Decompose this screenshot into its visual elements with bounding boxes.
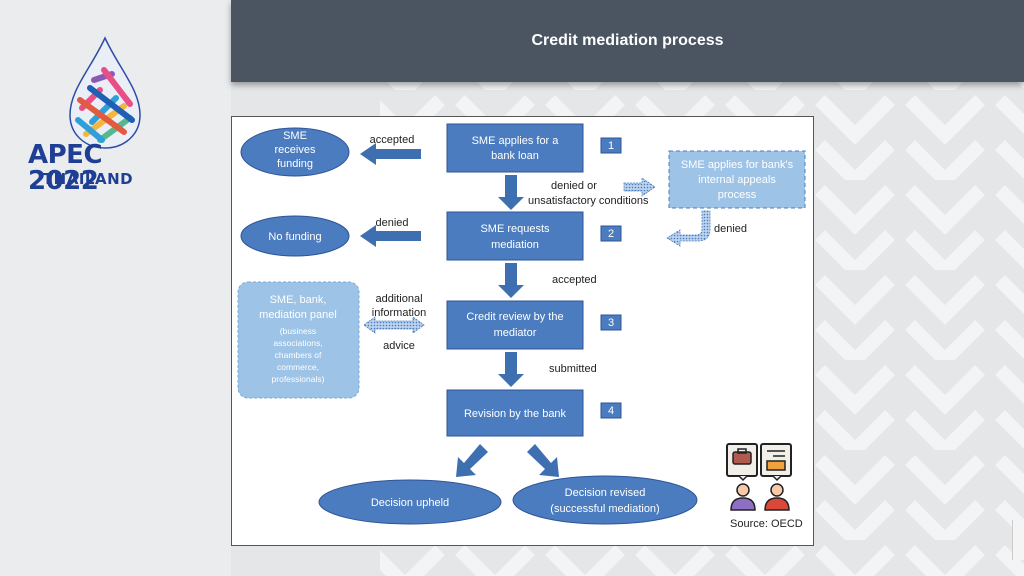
step-badge-1: 1 <box>600 137 622 154</box>
arrow-to-upheld <box>456 444 488 477</box>
svg-text:No funding: No funding <box>268 231 321 243</box>
svg-text:SME applies for bank's: SME applies for bank's <box>681 159 794 171</box>
label-accepted-mid: accepted <box>552 274 597 286</box>
outcome-no-funding: No funding <box>240 215 350 257</box>
svg-text:professionals): professionals) <box>272 374 325 384</box>
label-information: information <box>372 307 426 319</box>
svg-text:SME, bank,: SME, bank, <box>270 294 327 306</box>
process-box-apply: SME applies for a bank loan <box>446 123 584 173</box>
svg-text:mediation panel: mediation panel <box>259 309 337 321</box>
label-submitted: submitted <box>549 363 597 375</box>
svg-text:2: 2 <box>608 228 614 240</box>
svg-text:Decision upheld: Decision upheld <box>371 497 449 509</box>
svg-text:SME: SME <box>283 130 307 142</box>
step-badge-2: 2 <box>600 225 622 242</box>
svg-text:associations,: associations, <box>273 338 322 348</box>
arrow-down-2 <box>498 263 524 298</box>
svg-text:3: 3 <box>608 317 614 329</box>
arrow-to-revised <box>527 444 559 477</box>
process-box-review: Credit review by the mediator <box>446 300 584 350</box>
process-box-apply-line-1: SME applies for a <box>472 135 560 147</box>
label-accepted-top: accepted <box>370 134 415 146</box>
arrow-info-exchange <box>363 316 425 334</box>
process-box-request: SME requests mediation <box>446 211 584 261</box>
svg-text:(successful mediation): (successful mediation) <box>550 503 659 515</box>
process-box-apply-line-2: bank loan <box>491 150 539 162</box>
process-box-revision-line-1: Revision by the bank <box>464 408 567 420</box>
svg-text:process: process <box>718 189 757 201</box>
label-denied-or: denied or <box>551 180 597 192</box>
arrow-down-1 <box>498 175 524 210</box>
svg-text:receives: receives <box>275 144 316 156</box>
svg-text:4: 4 <box>608 405 614 417</box>
arrow-down-3 <box>498 352 524 387</box>
svg-text:chambers of: chambers of <box>275 350 322 360</box>
svg-text:commerce,: commerce, <box>277 362 319 372</box>
appeals-box: SME applies for bank's internal appeals … <box>668 150 806 209</box>
outcome-upheld: Decision upheld <box>318 479 502 525</box>
svg-text:funding: funding <box>277 158 313 170</box>
process-box-review-line-1: Credit review by the <box>466 311 563 323</box>
label-denied-left: denied <box>375 217 408 229</box>
outcome-revised: Decision revised (successful mediation) <box>512 475 698 525</box>
svg-text:(business: (business <box>280 326 316 336</box>
source-label: Source: OECD <box>730 518 803 530</box>
arrow-to-funding <box>360 143 421 165</box>
header-bar: Credit mediation process <box>231 0 1024 82</box>
credit-mediation-diagram: SME applies for a bank loan 1 SME reques… <box>237 123 806 525</box>
panel-box: SME, bank, mediation panel (business ass… <box>237 281 360 399</box>
step-badge-3: 3 <box>600 314 622 331</box>
logo-wordmark: APEC 2022 <box>28 140 103 196</box>
arrow-to-no-funding <box>360 225 421 247</box>
people-documents-icon <box>726 443 792 511</box>
process-box-request-line-1: SME requests <box>480 223 550 235</box>
label-denied-right: denied <box>714 223 747 235</box>
arrow-appeals-denied <box>666 210 711 247</box>
page-corner <box>1012 520 1024 560</box>
process-box-review-line-2: mediator <box>494 327 537 339</box>
arrow-to-appeals <box>623 177 656 197</box>
label-unsatisfactory: unsatisfactory conditions <box>528 195 649 207</box>
step-badge-4: 4 <box>600 402 622 419</box>
apec-logo-icon <box>69 36 141 149</box>
diagram-frame: SME applies for a bank loan 1 SME reques… <box>231 116 814 546</box>
outcome-funding: SME receives funding <box>240 127 350 177</box>
svg-text:1: 1 <box>608 140 614 152</box>
svg-text:internal appeals: internal appeals <box>698 174 776 186</box>
label-advice: advice <box>383 340 415 352</box>
label-additional: additional <box>375 293 422 305</box>
process-box-request-line-2: mediation <box>491 239 539 251</box>
process-box-revision: Revision by the bank <box>446 389 584 437</box>
slide-title: Credit mediation process <box>531 32 724 49</box>
logo-country: THAILAND <box>42 170 134 188</box>
svg-text:Decision revised: Decision revised <box>565 487 646 499</box>
